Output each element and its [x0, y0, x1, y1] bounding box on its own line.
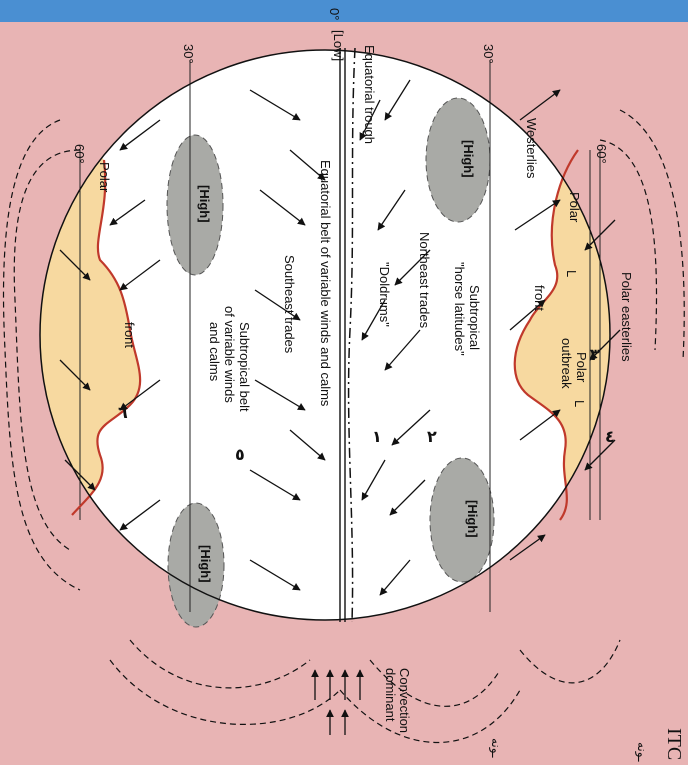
subtropical-south-label-1: Subtropical belt: [237, 322, 252, 412]
lat-60-north-label: 60°: [594, 144, 609, 164]
marker-2: ٢: [427, 427, 437, 446]
marker-1: ١: [372, 427, 382, 446]
lat-60-south-label: 60°: [72, 144, 87, 164]
l-label-2: L: [572, 400, 587, 407]
doldrums-label: "Doldrums": [377, 262, 392, 327]
equatorial-trough-label: Equatorial trough: [362, 45, 377, 144]
polar-south-label: Polar: [97, 162, 112, 193]
westerlies-label: Westerlies: [524, 118, 539, 179]
convection-label-2: dominant: [383, 668, 398, 722]
subtropical-south-label-3: and calms: [207, 322, 222, 382]
high-label-north-right: [High]: [465, 500, 480, 538]
southeast-trades-label: Southeast trades: [282, 255, 297, 354]
itc-label: ITC: [663, 728, 685, 760]
convection-label-1: Convection: [397, 668, 412, 733]
l-label-1: L: [564, 270, 579, 277]
lat-30-north-label: 30°: [481, 44, 496, 64]
high-cell-south-right: [168, 503, 224, 627]
low-label: [Low]: [331, 30, 346, 61]
high-cell-north-right: [430, 458, 494, 582]
polar-outbreak-label-1: Polar: [574, 352, 589, 383]
marker-5: ٥: [235, 445, 245, 464]
subtropical-south-label-2: of variable winds: [222, 306, 237, 403]
arabic-text-1: ـونه: [634, 742, 649, 762]
front-north-label: front: [532, 285, 547, 311]
high-label-north-left: [High]: [461, 140, 476, 178]
subtropical-north-label-1: Subtropical: [467, 285, 482, 350]
convection-arrows: [315, 670, 360, 735]
high-label-south-left: [High]: [197, 185, 212, 223]
high-cell-south-left: [167, 135, 223, 275]
subtropical-north-label-2: "horse latitudes": [452, 262, 467, 356]
marker-4: ٤: [605, 427, 615, 446]
arabic-text-2: ـونه: [488, 738, 503, 758]
northeast-trades-label: Northeast trades: [417, 232, 432, 329]
polar-outbreak-label-2: outbreak: [559, 338, 574, 389]
polar-north-label: Polar: [567, 192, 582, 223]
high-cell-north-left: [426, 98, 490, 222]
equatorial-belt-label: Equatorial belt of variable winds and ca…: [318, 160, 333, 407]
polar-easterlies-label: Polar easterlies: [619, 272, 634, 362]
lat-0-label: 0°: [327, 8, 342, 20]
marker-3: ٣: [590, 345, 600, 364]
front-south-label: front: [122, 322, 137, 348]
marker-6: ٦: [118, 403, 128, 422]
lat-30-south-label: 30°: [181, 44, 196, 64]
high-label-south-right: [High]: [198, 545, 213, 583]
